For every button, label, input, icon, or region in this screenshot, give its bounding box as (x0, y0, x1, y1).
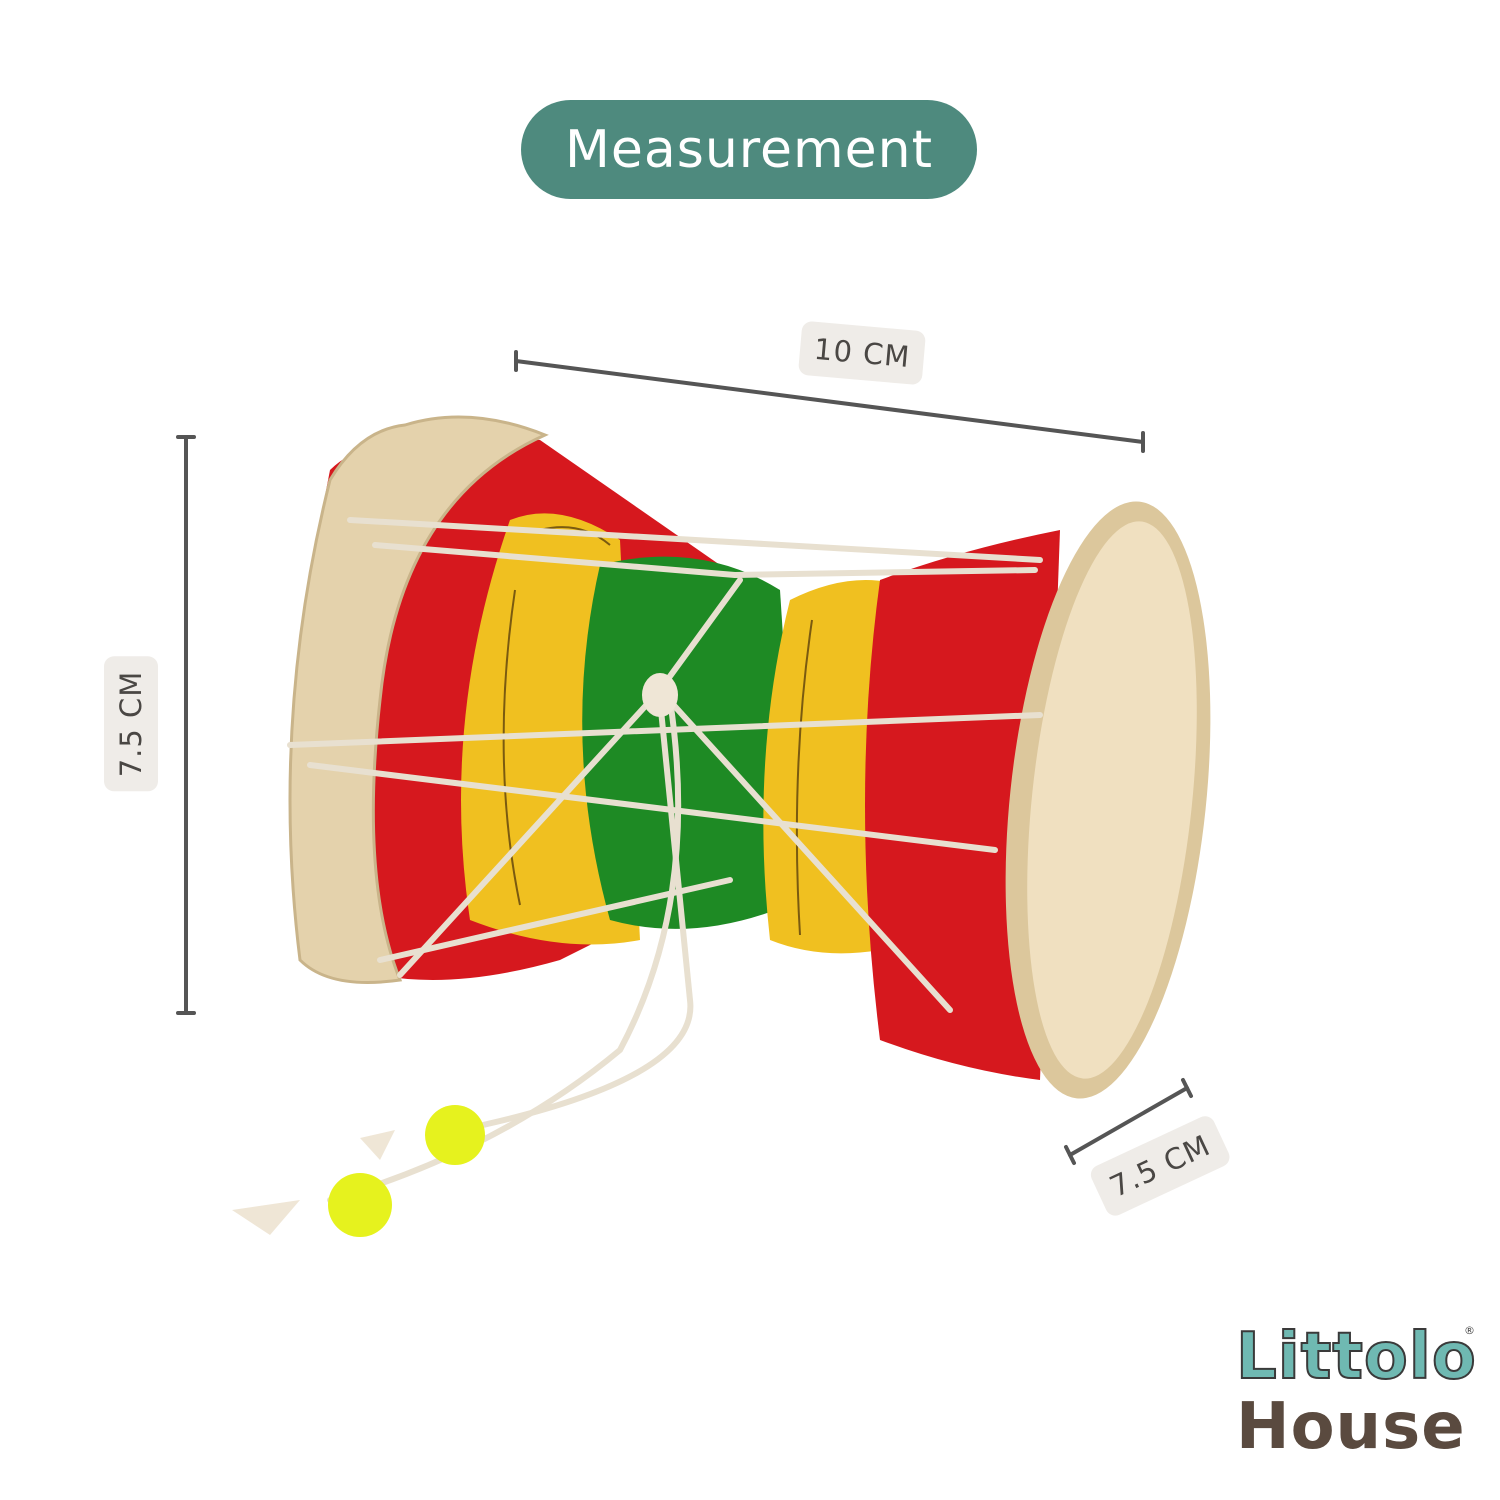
brand-logo: Littolo ® House (1235, 1319, 1477, 1470)
width-label: 10 CM (797, 320, 927, 386)
height-label: 7.5 CM (104, 656, 158, 792)
height-dimension-line (176, 435, 196, 1015)
bead-lower (328, 1173, 392, 1237)
bead-upper (425, 1105, 485, 1165)
depth-dimension-line (1064, 1078, 1193, 1165)
registered-mark: ® (1464, 1324, 1475, 1337)
damaru-drum (232, 415, 1211, 1237)
width-dimension-line (514, 350, 1145, 453)
brand-name-line1: Littolo (1235, 1319, 1477, 1395)
measurement-title: Measurement (521, 100, 977, 199)
brand-name-line2: House (1236, 1390, 1466, 1464)
